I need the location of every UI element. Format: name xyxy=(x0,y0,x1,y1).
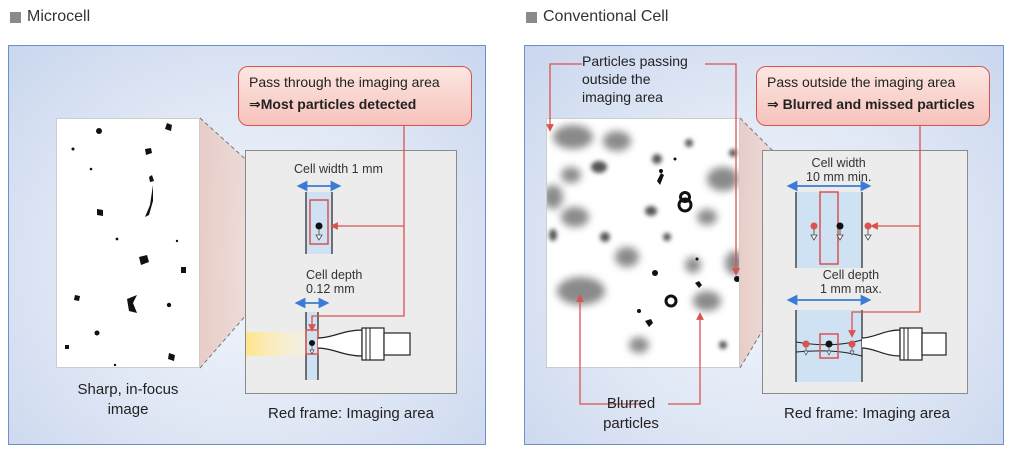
conventional-cell-width-label: Cell width 10 mm min. xyxy=(806,156,871,184)
depth-line: Cell depth xyxy=(306,268,363,282)
caption-line: Sharp, in-focus xyxy=(77,381,179,398)
label-line: imaging area xyxy=(582,89,663,105)
conventional-cell-depth-label: Cell depth 1 mm max. xyxy=(820,268,882,296)
conventional-callout: Pass outside the imaging area ⇒ Blurred … xyxy=(756,66,990,126)
microcell-callout: Pass through the imaging area ⇒Most part… xyxy=(238,66,472,126)
microcell-cell-depth-label: Cell depth 0.12 mm xyxy=(306,268,362,296)
microcell-title: Microcell xyxy=(27,8,91,25)
width-line: Cell width xyxy=(811,156,866,170)
outside-particles-label: Particles passing outside the imaging ar… xyxy=(582,52,706,106)
conventional-section-title: Conventional Cell xyxy=(526,8,668,26)
depth-line: 0.12 mm xyxy=(306,282,355,296)
microcell-section-title: Microcell xyxy=(10,8,90,26)
label-line: Particles passing xyxy=(582,53,688,69)
callout-line: Pass through the imaging area xyxy=(249,74,440,90)
label-line: outside the xyxy=(582,71,651,87)
square-bullet-icon xyxy=(10,11,21,23)
width-line: 10 mm min. xyxy=(806,170,872,184)
microcell-frame-caption: Red frame: Imaging area xyxy=(268,405,434,422)
callout-line: ⇒ Blurred and missed particles xyxy=(767,96,975,112)
callout-line: Pass outside the imaging area xyxy=(767,74,956,90)
label-line: Blurred xyxy=(606,395,656,412)
callout-line: ⇒Most particles detected xyxy=(249,96,417,112)
label-line: particles xyxy=(603,415,659,432)
microcell-cell-width-label: Cell width 1 mm xyxy=(294,162,383,176)
blurred-particles-label: Blurred particles xyxy=(596,394,666,434)
conventional-title: Conventional Cell xyxy=(543,8,669,25)
microcell-image-caption: Sharp, in-focus image xyxy=(56,380,200,420)
sharp-particle-image xyxy=(56,118,200,368)
square-bullet-icon xyxy=(526,11,537,23)
blurred-particle-image xyxy=(546,118,740,368)
depth-line: Cell depth xyxy=(822,268,880,282)
sharp-particles xyxy=(65,123,186,367)
depth-line: 1 mm max. xyxy=(820,282,882,296)
caption-line: image xyxy=(107,401,149,418)
conventional-frame-caption: Red frame: Imaging area xyxy=(784,405,950,422)
